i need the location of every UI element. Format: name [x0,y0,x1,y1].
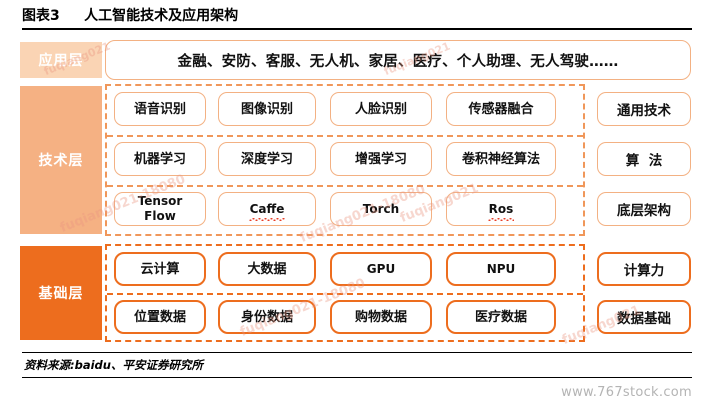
footer-divider-top [22,352,692,353]
foundation-category-data-foundation: 数据基础 [597,300,691,334]
technology-row-separator-2 [107,185,583,187]
title-divider [22,28,692,30]
page-title: 图表3 人工智能技术及应用架构 [22,8,239,24]
tech-item-caffe[interactable]: Caffe [218,192,316,226]
tech-item-ros[interactable]: Ros [446,192,556,226]
foundation-row-separator-1 [107,293,583,295]
foundation-item-big-data[interactable]: 大数据 [218,252,316,286]
tech-item-face-recognition[interactable]: 人脸识别 [330,92,432,126]
technology-layer-group [105,84,585,236]
source-note: 资料来源:baidu、平安证券研究所 [24,358,203,372]
ros-label: Ros [487,201,514,221]
tech-item-image-recognition[interactable]: 图像识别 [218,92,316,126]
foundation-item-cloud-computing[interactable]: 云计算 [114,252,206,286]
foundation-item-medical-data[interactable]: 医疗数据 [446,300,556,334]
foundation-item-location-data[interactable]: 位置数据 [114,300,206,334]
tech-item-speech-recognition[interactable]: 语音识别 [114,92,206,126]
tech-category-general-technology: 通用技术 [597,92,691,126]
caffe-label: Caffe [248,201,286,221]
foundation-category-computing-power: 计算力 [597,252,691,286]
tech-item-sensor-fusion[interactable]: 传感器融合 [446,92,556,126]
site-watermark: www.767stock.com [561,385,692,400]
foundation-item-npu[interactable]: NPU [446,252,556,286]
tech-item-reinforcement-learning[interactable]: 增强学习 [330,142,432,176]
tech-category-algorithm: 算 法 [597,142,691,176]
foundation-layer-group [105,244,585,342]
footer-divider-bottom [22,377,692,378]
application-layer-content: 金融、安防、客服、无人机、家居、医疗、个人助理、无人驾驶…… [105,40,691,80]
foundation-item-gpu[interactable]: GPU [330,252,432,286]
tech-item-machine-learning[interactable]: 机器学习 [114,142,206,176]
tech-item-deep-learning[interactable]: 深度学习 [218,142,316,176]
tech-item-convolutional-neural-algorithm[interactable]: 卷积神经算法 [446,142,556,176]
foundation-item-identity-data[interactable]: 身份数据 [218,300,316,334]
foundation-item-shopping-data[interactable]: 购物数据 [330,300,432,334]
figure-title: 图表3 人工智能技术及应用架构 [22,6,692,30]
layer-label-application: 应用层 [20,42,102,78]
architecture-diagram: 应用层 金融、安防、客服、无人机、家居、医疗、个人助理、无人驾驶…… 技术层 语… [0,34,714,348]
layer-label-technology: 技术层 [20,86,102,234]
layer-label-foundation: 基础层 [20,246,102,340]
tech-item-torch[interactable]: Torch [330,192,432,226]
technology-row-separator-1 [107,135,583,137]
tech-category-underlying-architecture: 底层架构 [597,192,691,226]
tech-item-tensorflow[interactable]: Tensor Flow [114,192,206,226]
